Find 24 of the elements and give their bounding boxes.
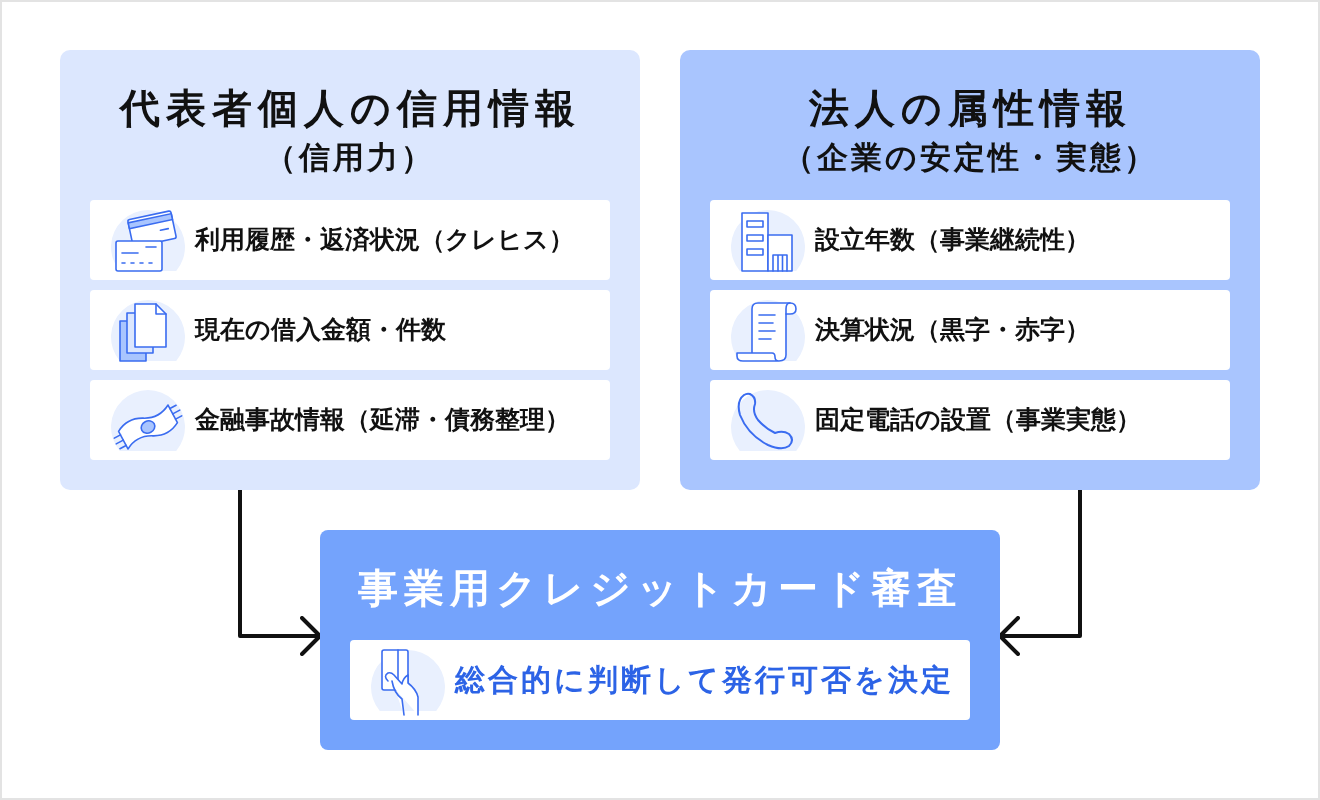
arrow xyxy=(238,490,322,656)
review-panel xyxy=(320,530,1000,750)
panel-subheading: （信用力） xyxy=(265,139,435,177)
panel-heading: 事業用クレジットカード審査 xyxy=(357,564,963,612)
arrow xyxy=(998,490,1082,656)
panel-heading: 法人の属性情報 xyxy=(808,84,1132,132)
item-text: 金融事故情報（延滞・債務整理） xyxy=(195,405,570,435)
item-card xyxy=(710,200,1230,280)
item-text: 固定電話の設置（事業実態） xyxy=(815,405,1141,435)
info-panel xyxy=(60,50,640,490)
item-card xyxy=(90,380,610,460)
item-text: 現在の借入金額・件数 xyxy=(195,315,446,345)
item-card xyxy=(90,290,610,370)
item-text: 利用履歴・返済状況（クレヒス） xyxy=(195,225,574,255)
info-panel xyxy=(680,50,1260,490)
result-text: 総合的に判断して発行可否を決定 xyxy=(455,662,954,698)
item-text: 決算状況（黒字・赤字） xyxy=(815,315,1090,345)
item-card xyxy=(710,290,1230,370)
item-text: 設立年数（事業継続性） xyxy=(815,225,1090,255)
item-card xyxy=(90,200,610,280)
result-card xyxy=(350,640,970,720)
panel-heading: 代表者個人の信用情報 xyxy=(119,84,581,132)
panel-subheading: （企業の安定性・実態） xyxy=(782,139,1158,177)
item-card xyxy=(710,380,1230,460)
